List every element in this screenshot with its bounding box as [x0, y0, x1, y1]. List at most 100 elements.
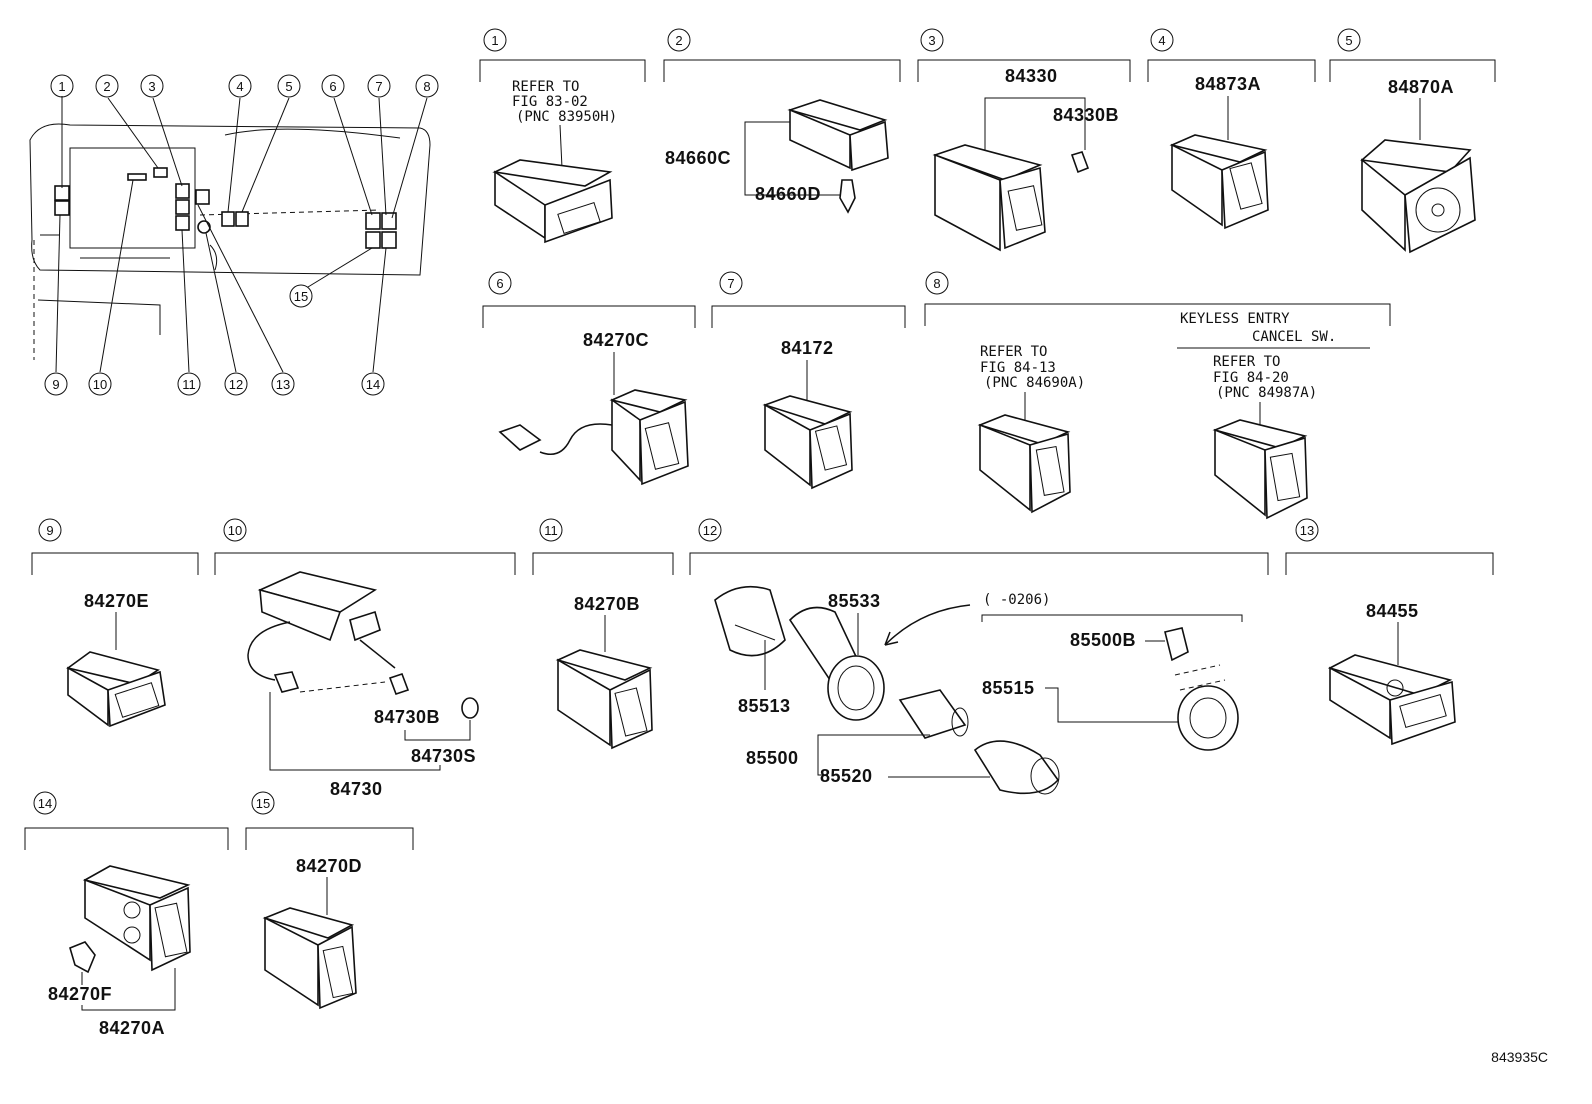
section-14: 14 84270F 84270A [24, 791, 229, 1038]
section-13: 13 84455 [1285, 518, 1494, 746]
section-4: 4 84873A [1147, 28, 1316, 230]
switch-84270e [66, 651, 166, 728]
section-8: 8 REFER TO FIG 84-13 (PNC 84690A) KEYLES… [924, 271, 1391, 520]
section-12-number: 12 [703, 523, 717, 538]
cancel-sw-label: CANCEL SW. [1252, 329, 1336, 345]
part-84330b: 84330B [1053, 105, 1119, 125]
callout-4: 4 [236, 79, 243, 94]
callout-15: 15 [294, 289, 308, 304]
section-1-number: 1 [491, 33, 498, 48]
part-84270b: 84270B [574, 594, 640, 614]
callout-7: 7 [375, 79, 382, 94]
callout-1: 1 [58, 79, 65, 94]
section-8-refer-right-1: REFER TO [1213, 354, 1280, 370]
section-14-number: 14 [38, 796, 52, 811]
switch-84270d [262, 907, 357, 1010]
callout-8: 8 [423, 79, 430, 94]
switch-84873a [1169, 134, 1269, 230]
section-1-refer-1: REFER TO [512, 79, 579, 95]
part-84873a: 84873A [1195, 74, 1261, 94]
section-8-refer-left-3: (PNC 84690A) [984, 375, 1085, 391]
switch-84690a [977, 414, 1071, 514]
section-11: 11 84270B [532, 518, 674, 750]
callout-3: 3 [148, 79, 155, 94]
part-85533: 85533 [828, 591, 881, 611]
switch-84987a [1212, 419, 1308, 520]
section-2: 2 84660C 84660D [663, 28, 901, 214]
section-12-range: ( -0206) [983, 592, 1050, 608]
section-15-number: 15 [256, 796, 270, 811]
section-5-number: 5 [1345, 33, 1352, 48]
callout-10: 10 [93, 377, 107, 392]
part-84270d: 84270D [296, 856, 362, 876]
switch-84870a [1360, 139, 1476, 254]
callout-6: 6 [329, 79, 336, 94]
part-84172: 84172 [781, 338, 834, 358]
section-6-number: 6 [496, 276, 503, 291]
section-8-refer-left-1: REFER TO [980, 344, 1047, 360]
switch-84270b [555, 649, 653, 750]
part-85500: 85500 [746, 748, 799, 768]
part-84270f: 84270F [48, 984, 112, 1004]
section-1-refer-2: FIG 83-02 [512, 94, 588, 110]
part-84270c: 84270C [583, 330, 649, 350]
part-84730s: 84730S [411, 746, 476, 766]
part-84870a: 84870A [1388, 77, 1454, 97]
section-8-refer-left-2: FIG 84-13 [980, 360, 1056, 376]
section-3-number: 3 [928, 33, 935, 48]
part-84730: 84730 [330, 779, 383, 799]
section-15: 15 84270D [245, 791, 414, 1010]
section-8-refer-right-2: FIG 84-20 [1213, 370, 1289, 386]
part-85513: 85513 [738, 696, 791, 716]
part-85515: 85515 [982, 678, 1035, 698]
assembly-84730 [247, 571, 479, 719]
section-6: 6 84270C [482, 271, 696, 486]
switch-84330 [932, 144, 1046, 252]
callout-9: 9 [52, 377, 59, 392]
callout-5: 5 [285, 79, 292, 94]
callout-2: 2 [103, 79, 110, 94]
callout-12: 12 [229, 377, 243, 392]
section-5: 5 84870A [1329, 28, 1496, 254]
switch-83950h [492, 159, 613, 244]
section-7-number: 7 [727, 276, 734, 291]
section-8-number: 8 [933, 276, 940, 291]
section-7: 7 84172 [711, 271, 906, 490]
switch-84660c [787, 99, 889, 172]
section-9-number: 9 [46, 523, 53, 538]
section-4-number: 4 [1158, 33, 1165, 48]
section-8-refer-right-3: (PNC 84987A) [1216, 385, 1317, 401]
callout-11: 11 [182, 377, 196, 392]
lighter-parts [714, 585, 1060, 795]
part-84270e: 84270E [84, 591, 149, 611]
part-85500b: 85500B [1070, 630, 1136, 650]
part-85520: 85520 [820, 766, 873, 786]
section-1-refer-3: (PNC 83950H) [516, 109, 617, 125]
section-2-number: 2 [675, 33, 682, 48]
part-84730b: 84730B [374, 707, 440, 727]
section-13-number: 13 [1300, 523, 1314, 538]
section-11-number: 11 [544, 523, 558, 538]
keyless-entry-label: KEYLESS ENTRY [1180, 311, 1290, 327]
section-3: 3 84330 84330B [917, 28, 1131, 252]
section-12: 12 85533 85513 85500 85520 ( -0206) 8550… [689, 518, 1269, 795]
switch-84270a [82, 865, 191, 972]
section-9: 9 84270E [31, 518, 199, 728]
overview-callouts: 1 2 3 4 5 6 7 8 9 10 11 12 13 14 15 [44, 74, 439, 396]
section-1: 1 REFER TO FIG 83-02 (PNC 83950H) [479, 28, 646, 244]
section-10: 10 84730B 84730S 84730 [214, 518, 516, 799]
switch-84172 [762, 395, 853, 490]
part-84660c: 84660C [665, 148, 731, 168]
callout-14: 14 [366, 377, 380, 392]
part-84455: 84455 [1366, 601, 1419, 621]
switch-84455 [1327, 654, 1456, 746]
section-10-number: 10 [228, 523, 242, 538]
part-84330: 84330 [1005, 66, 1058, 86]
part-84270a: 84270A [99, 1018, 165, 1038]
diagram-code: 843935C [1491, 1049, 1548, 1065]
switch-84270c [498, 389, 689, 486]
dashboard-overview [29, 96, 431, 373]
part-84660d: 84660D [755, 184, 821, 204]
